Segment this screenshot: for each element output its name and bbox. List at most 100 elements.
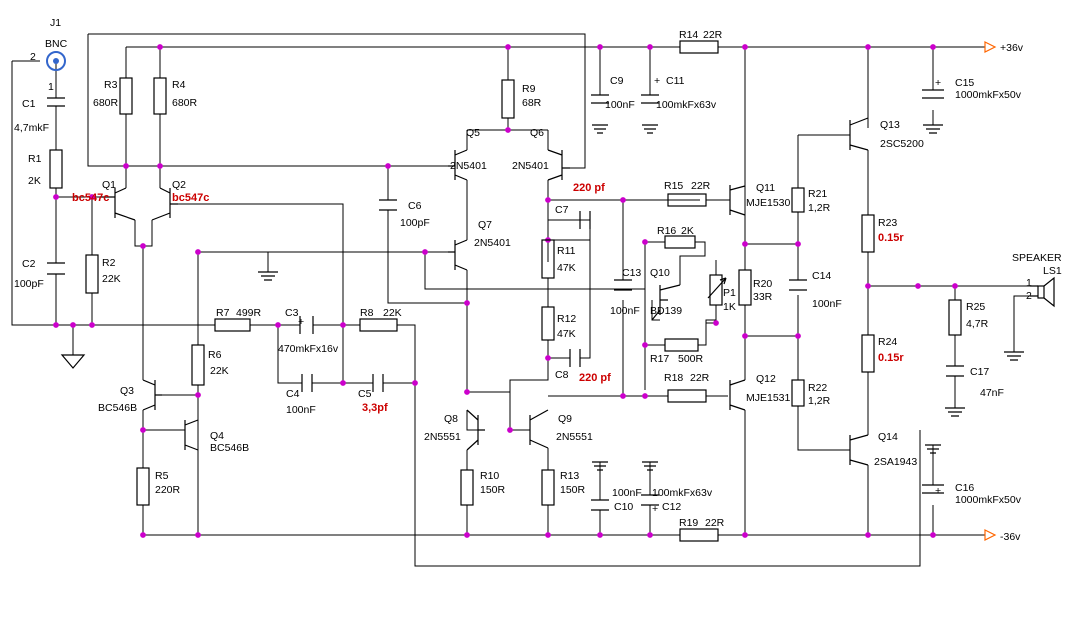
label-c6-value: 100pF xyxy=(400,217,430,229)
label-r11-value: 47K xyxy=(557,262,576,274)
label-speaker: SPEAKER xyxy=(1012,252,1062,264)
label-j1: J1 xyxy=(50,17,61,29)
label-q13-value: 2SC5200 xyxy=(880,138,924,150)
label-c3-plus: + xyxy=(298,316,304,328)
label-r23: R23 xyxy=(878,217,897,229)
label-r7: R7 xyxy=(216,307,230,319)
label-c11-value: 100mkFx63v xyxy=(656,99,717,111)
label-r15-value: 22R xyxy=(691,180,711,192)
label-c13-value: 100nF xyxy=(610,305,640,317)
label-c6: C6 xyxy=(408,200,422,212)
label-q8: Q8 xyxy=(444,413,458,425)
label-r12-value: 47K xyxy=(557,328,576,340)
junction-nodes xyxy=(53,44,958,538)
label-c12-value: 100mkFx63v xyxy=(652,487,713,499)
label-c16-value: 1000mkFx50v xyxy=(955,494,1022,506)
label-q14-value: 2SA1943 xyxy=(874,456,917,468)
label-c7: C7 xyxy=(555,204,569,216)
label-c10-value: 100nF xyxy=(612,487,642,499)
label-v36n: -36v xyxy=(1000,531,1021,543)
label-r6-value: 22K xyxy=(210,365,229,377)
label-r19: R19 xyxy=(679,517,698,529)
label-c8: C8 xyxy=(555,369,569,381)
label-q7-value: 2N5401 xyxy=(474,237,511,249)
label-q6: Q6 xyxy=(530,127,544,139)
label-r15: R15 xyxy=(664,180,683,192)
label-q11-value: MJE1530 xyxy=(746,197,791,209)
label-c11: C11 xyxy=(666,75,685,87)
label-r16: R16 xyxy=(657,225,676,237)
label-r1: R1 xyxy=(28,153,42,165)
rail-arrows xyxy=(984,41,997,541)
label-c2-value: 100pF xyxy=(14,278,44,290)
label-q1: Q1 xyxy=(102,179,116,191)
label-r2: R2 xyxy=(102,257,116,269)
grounds xyxy=(60,124,1024,471)
label-c13: C13 xyxy=(622,267,641,279)
label-r8-value: 22K xyxy=(383,307,402,319)
label-c14: C14 xyxy=(812,270,831,282)
label-r12: R12 xyxy=(557,313,576,325)
label-q4-value: BC546B xyxy=(210,442,249,454)
label-r5-value: 220R xyxy=(155,484,181,496)
label-ls1: LS1 xyxy=(1043,265,1062,277)
label-r9-value: 68R xyxy=(522,97,542,109)
label-c15-plus: + xyxy=(935,77,941,89)
wires xyxy=(11,33,1030,567)
label-q9-value: 2N5551 xyxy=(556,431,593,443)
label-q6-value: 2N5401 xyxy=(512,160,549,172)
label-pin1: 1 xyxy=(48,81,54,93)
label-p1-value: 1K xyxy=(723,301,736,313)
label-q14: Q14 xyxy=(878,431,898,443)
label-r13-value: 150R xyxy=(560,484,586,496)
label-q2-value: bc547c xyxy=(172,192,209,204)
label-r17-value: 500R xyxy=(678,353,704,365)
label-c9: C9 xyxy=(610,75,624,87)
label-r4: R4 xyxy=(172,79,186,91)
label-r24-value: 0.15r xyxy=(878,352,904,364)
label-r22: R22 xyxy=(808,382,827,394)
label-p1: P1 xyxy=(723,287,736,299)
label-c3: C3 xyxy=(285,307,299,319)
label-c4: C4 xyxy=(286,388,300,400)
label-q12: Q12 xyxy=(756,373,776,385)
label-c7-value: 220 pf xyxy=(573,182,605,194)
label-r25: R25 xyxy=(966,301,985,313)
label-r7-value: 499R xyxy=(236,307,262,319)
label-r23-value: 0.15r xyxy=(878,232,904,244)
label-pin2: 2 xyxy=(30,51,36,63)
label-r5: R5 xyxy=(155,470,169,482)
label-c1-value: 4,7mkF xyxy=(14,122,49,134)
label-q3: Q3 xyxy=(120,385,134,397)
label-r16-value: 2K xyxy=(681,225,694,237)
label-r20: R20 xyxy=(753,278,772,290)
label-c15-value: 1000mkFx50v xyxy=(955,89,1022,101)
label-c3-value: 470mkFx16v xyxy=(278,343,339,355)
label-r18-value: 22R xyxy=(690,372,710,384)
label-q8-value: 2N5551 xyxy=(424,431,461,443)
label-q2: Q2 xyxy=(172,179,186,191)
label-spk-pin2: 2 xyxy=(1026,290,1032,302)
label-c2: C2 xyxy=(22,258,36,270)
label-c14-value: 100nF xyxy=(812,298,842,310)
label-r4-value: 680R xyxy=(172,97,198,109)
label-q11: Q11 xyxy=(756,182,775,194)
label-r13: R13 xyxy=(560,470,579,482)
label-c12-plus: + xyxy=(652,503,658,515)
resistors xyxy=(49,40,962,542)
label-r3-value: 680R xyxy=(93,97,119,109)
label-c5: C5 xyxy=(358,388,372,400)
label-q7: Q7 xyxy=(478,219,492,231)
label-c4-value: 100nF xyxy=(286,404,316,416)
label-r14: R14 xyxy=(679,29,698,41)
label-q1-value: bc547c xyxy=(72,192,109,204)
label-bnc: BNC xyxy=(45,38,68,50)
label-c17: C17 xyxy=(970,366,989,378)
label-r8: R8 xyxy=(360,307,374,319)
label-q5-value: 2N5401 xyxy=(450,160,487,172)
label-r11: R11 xyxy=(557,245,576,257)
label-q10-value: BD139 xyxy=(650,305,682,317)
label-q12-value: MJE1531 xyxy=(746,392,791,404)
label-c17-value: 47nF xyxy=(980,387,1004,399)
